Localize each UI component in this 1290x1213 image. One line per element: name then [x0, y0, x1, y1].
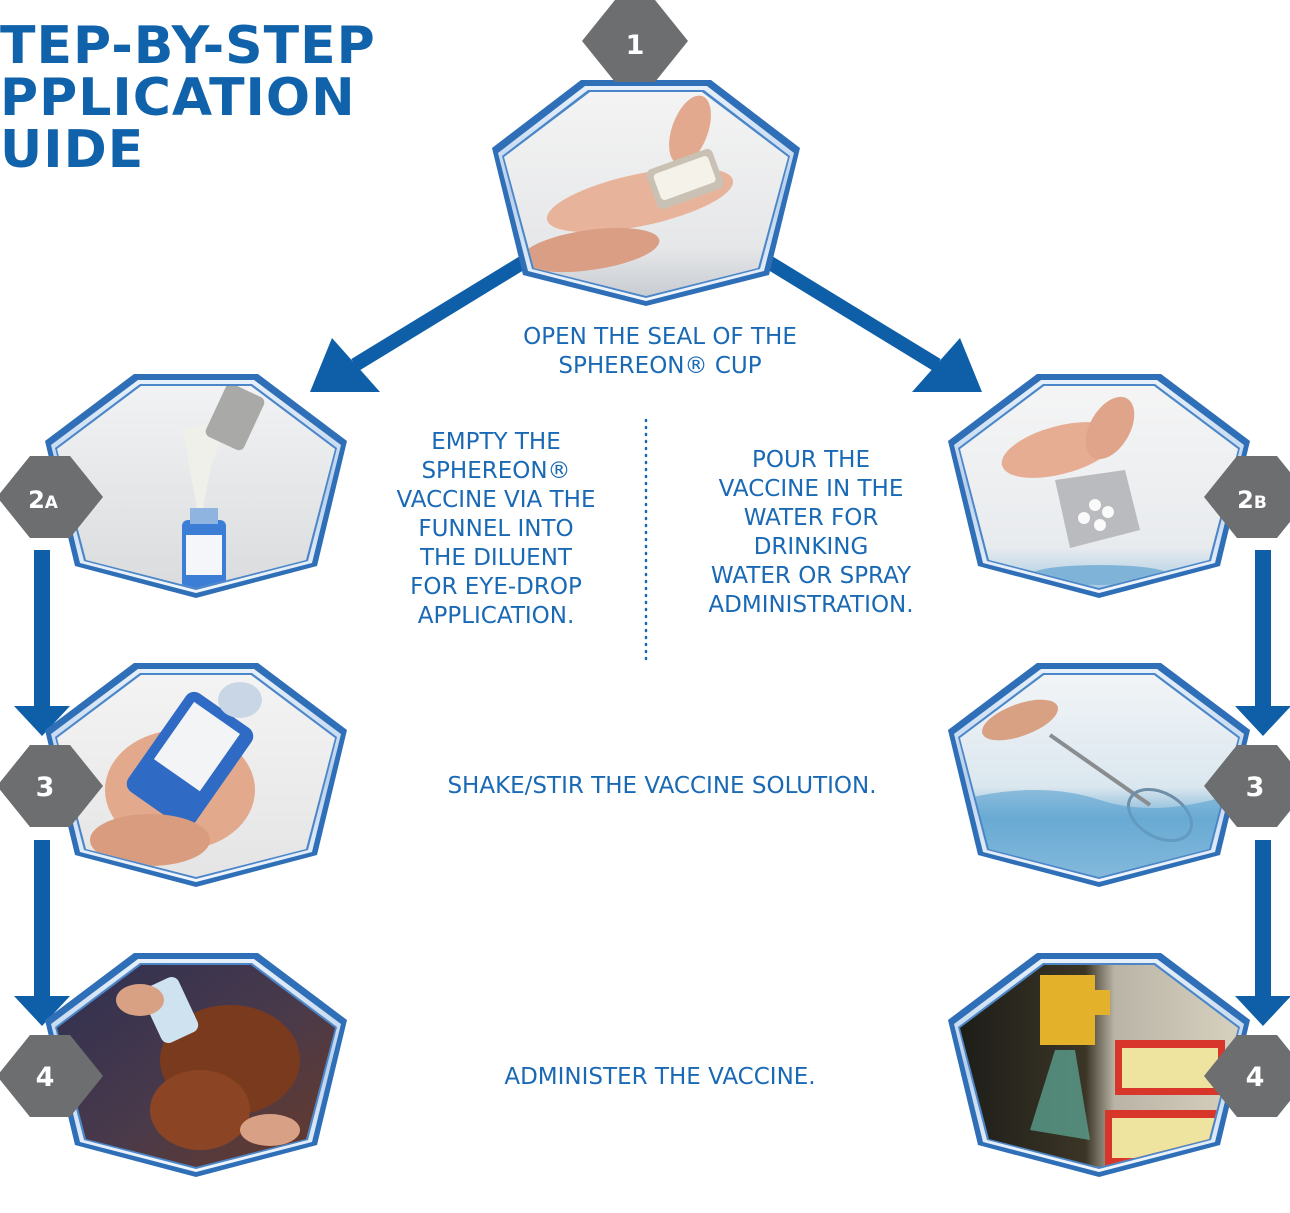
step-1-hexagon [492, 80, 800, 306]
step-2a-caption-line: SPHEREON® [421, 457, 571, 484]
title-line-1: TEP-BY-STEP [0, 16, 376, 76]
step-4-left-badge [0, 1035, 103, 1117]
step-2a-badge-label: 2A [28, 486, 59, 514]
step-2b-caption-line: DRINKING [753, 533, 869, 560]
step-2a-caption-line: THE DILUENT [420, 544, 572, 571]
step-2b-caption-line: WATER OR SPRAY [710, 562, 912, 589]
step-4-left-hexagon [45, 953, 347, 1177]
arrow-left-2-to-3 [14, 550, 70, 736]
arrow-step1-to-2a [310, 246, 544, 392]
step-1-badge-label: 1 [626, 30, 645, 61]
arrow-right-3-to-4 [1235, 840, 1290, 1026]
arrow-step1-to-2b [748, 246, 982, 392]
step-2a-caption-line: FOR EYE-DROP [410, 573, 582, 600]
funnel-vial-photo [57, 386, 335, 588]
step-4-right-hexagon [948, 953, 1250, 1177]
step-2b-caption-line: POUR THE [752, 447, 870, 473]
step-3-right-hexagon [948, 663, 1250, 887]
step-1-caption-line: OPEN THE SEAL OF THE [523, 324, 797, 350]
arrow-right-2-to-3 [1235, 550, 1290, 736]
step-2b-badge-label: 2B [1237, 486, 1267, 514]
step-3-caption: SHAKE/STIR THE VACCINE SOLUTION. [447, 773, 877, 799]
eye-drop-chicken-photo [57, 965, 335, 1167]
step-2a-hexagon [45, 374, 347, 598]
step-1-badge [582, 0, 688, 82]
open-cup-photo [504, 92, 788, 296]
step-4-right-badge [1204, 1035, 1290, 1117]
step-2a-caption: EMPTY THE SPHEREON® VACCINE VIA THE FUNN… [360, 428, 632, 631]
step-1-caption: OPEN THE SEAL OF THE SPHEREON® CUP [470, 323, 850, 381]
step-2b-hexagon [948, 374, 1250, 598]
step-2b-caption-line: ADMINISTRATION. [708, 591, 914, 618]
arrow-left-3-to-4 [14, 840, 70, 1026]
step-2b-caption-line: WATER FOR [743, 504, 879, 531]
step-3-right-badge [1204, 745, 1290, 827]
step-2b-caption: POUR THE VACCINE IN THE WATER FOR DRINKI… [672, 446, 950, 620]
step-4-left-badge-label: 4 [36, 1062, 55, 1093]
step-3-left-hexagon [45, 663, 347, 887]
step-2a-caption-line: VACCINE VIA THE [396, 486, 596, 513]
step-2b-badge [1204, 456, 1290, 538]
step-3-right-badge-label: 3 [1246, 772, 1265, 803]
step-2a-caption-line: APPLICATION. [417, 602, 575, 629]
step-2a-caption-line: EMPTY THE [431, 429, 561, 455]
pour-cup-photo [960, 386, 1238, 588]
title-line-2: PPLICATION [0, 68, 356, 128]
step-2b-caption-line: VACCINE IN THE [718, 475, 904, 502]
step-1-caption-line: SPHEREON® CUP [558, 352, 762, 379]
title-line-3: UIDE [0, 120, 145, 180]
whisk-water-photo [960, 675, 1238, 877]
step-2a-badge [0, 456, 103, 538]
step-2a-caption-line: FUNNEL INTO [418, 515, 574, 542]
step-4-right-badge-label: 4 [1246, 1062, 1265, 1093]
shake-bottle-photo [57, 675, 335, 877]
step-4-caption: ADMINISTER THE VACCINE. [504, 1064, 816, 1090]
step-3-left-badge [0, 745, 103, 827]
step-3-left-badge-label: 3 [36, 772, 55, 803]
